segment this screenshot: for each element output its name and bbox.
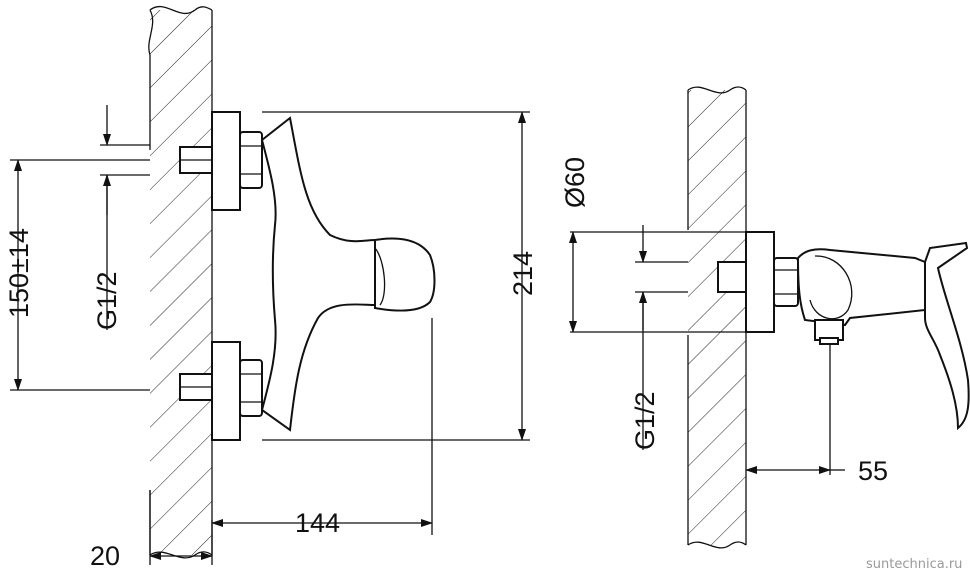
front-plates xyxy=(211,111,241,441)
front-thread-label: G1/2 xyxy=(92,271,122,330)
side-view: Ø60 G1/2 55 xyxy=(560,86,970,549)
dim-wall: 20 xyxy=(90,541,120,571)
side-lever-handle xyxy=(924,241,970,431)
front-view: 214 150±14 G1/2 144 20 xyxy=(4,5,538,571)
side-mixer-body xyxy=(796,248,926,327)
front-inlets xyxy=(179,146,213,401)
dim-height: 150±14 xyxy=(4,228,34,318)
front-handle xyxy=(374,237,436,312)
dim-diameter: Ø60 xyxy=(560,157,590,208)
dim-projection: 55 xyxy=(858,456,888,486)
side-thread-label: G1/2 xyxy=(630,391,660,450)
dim-depth: 144 xyxy=(295,508,340,538)
front-mixer-body xyxy=(260,116,376,432)
front-wall xyxy=(148,5,213,559)
front-nuts xyxy=(239,131,263,417)
dim-total-height: 214 xyxy=(508,251,538,296)
watermark: suntechnica.ru xyxy=(866,557,962,572)
side-wall xyxy=(687,86,747,549)
